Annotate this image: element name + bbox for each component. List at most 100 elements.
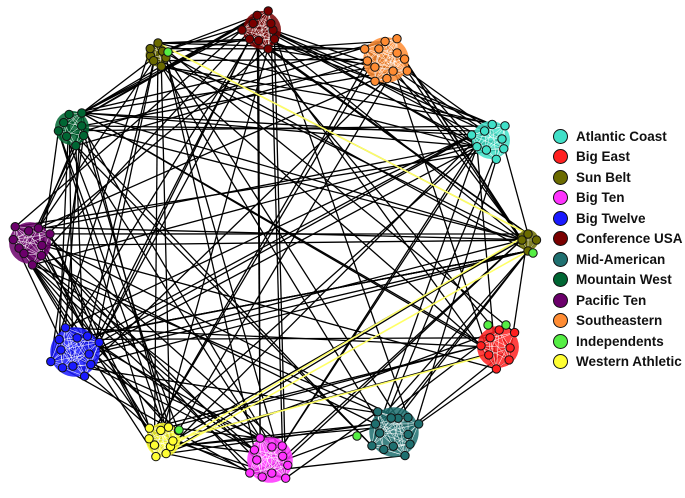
- inter-edge: [155, 29, 274, 457]
- intra-edge: [471, 134, 503, 140]
- team-node: [481, 145, 492, 155]
- intra-edge: [149, 430, 179, 440]
- legend-swatch: [553, 128, 568, 144]
- team-node: [504, 355, 514, 365]
- inter-edge: [501, 138, 529, 235]
- inter-edge: [31, 10, 269, 266]
- inter-edge: [406, 70, 529, 252]
- intra-edge: [476, 125, 506, 147]
- inter-edge: [165, 57, 258, 461]
- inter-edge: [81, 125, 273, 448]
- inter-edge: [50, 10, 269, 362]
- team-node: [237, 25, 247, 35]
- team-node: [379, 444, 389, 455]
- team-node: [27, 260, 38, 270]
- intra-edge: [254, 449, 286, 479]
- independent-node: [528, 248, 538, 258]
- team-node: [374, 44, 384, 54]
- inter-edge: [249, 38, 511, 349]
- team-node: [161, 448, 171, 459]
- team-node: [60, 323, 71, 333]
- intra-edge: [404, 423, 419, 456]
- team-node: [267, 468, 277, 478]
- inter-edge: [150, 55, 523, 241]
- team-node: [255, 433, 265, 443]
- team-node: [403, 412, 413, 423]
- inter-edge: [81, 112, 482, 347]
- inter-edge: [40, 255, 89, 337]
- inter-edge: [50, 135, 85, 362]
- intra-edge: [375, 423, 411, 445]
- team-node: [59, 117, 69, 128]
- intra-edge: [496, 332, 515, 370]
- team-node: [269, 34, 280, 44]
- intra-edge: [254, 449, 288, 466]
- team-node: [156, 61, 167, 71]
- team-node: [266, 18, 276, 29]
- intra-edge: [379, 432, 409, 435]
- legend-label: Mountain West: [576, 272, 672, 288]
- legend-swatch: [553, 313, 568, 329]
- team-node: [531, 235, 542, 245]
- intra-edge: [496, 329, 500, 369]
- highlight-edge: [165, 250, 529, 455]
- team-node: [144, 423, 155, 433]
- inter-edge: [272, 29, 497, 160]
- inter-edge: [81, 125, 485, 132]
- team-node: [149, 440, 160, 450]
- team-node: [500, 121, 510, 131]
- inter-edge: [161, 65, 506, 127]
- team-node: [163, 422, 174, 432]
- team-node: [77, 121, 87, 131]
- inter-edge: [257, 40, 261, 439]
- intra-edge: [378, 48, 408, 72]
- inter-edge: [63, 121, 523, 241]
- inter-edge: [50, 134, 472, 363]
- legend-label: Big Ten: [576, 190, 625, 206]
- team-node: [253, 35, 264, 46]
- inter-edge: [148, 60, 368, 440]
- intra-edge: [364, 38, 398, 50]
- inter-edge: [57, 130, 156, 446]
- inter-edge: [155, 329, 500, 458]
- legend-item: Mid-American: [553, 249, 683, 270]
- team-node: [57, 363, 68, 373]
- intra-edge: [374, 52, 398, 82]
- team-node: [523, 229, 533, 239]
- inter-edge: [153, 58, 405, 62]
- legend-label: Pacific Ten: [576, 292, 647, 308]
- inter-edge: [66, 40, 386, 137]
- team-node: [86, 359, 96, 370]
- team-node: [45, 229, 55, 239]
- legend-item: Independents: [553, 331, 683, 352]
- team-node: [362, 56, 373, 66]
- team-node: [245, 468, 255, 478]
- team-node: [405, 439, 415, 449]
- team-node: [263, 6, 273, 16]
- intra-edge: [256, 15, 269, 50]
- intra-edge: [62, 353, 90, 369]
- community-cluster: [367, 407, 424, 461]
- legend-swatch: [553, 354, 568, 370]
- legend-item: Western Athletic: [553, 352, 683, 373]
- team-node: [54, 334, 64, 345]
- inter-edge: [160, 66, 172, 447]
- inter-edge: [58, 14, 258, 132]
- team-node: [402, 66, 412, 76]
- team-node: [386, 413, 396, 423]
- legend-item: Sun Belt: [553, 167, 683, 188]
- intra-edge: [480, 345, 511, 349]
- intra-edge: [254, 449, 283, 457]
- intra-edge: [375, 423, 394, 447]
- legend-label: Independents: [576, 333, 664, 349]
- inter-edge: [168, 426, 261, 439]
- intra-edge: [486, 125, 506, 151]
- community-cluster: [8, 222, 55, 270]
- team-node: [77, 108, 87, 118]
- intra-edge: [76, 337, 92, 365]
- team-node: [10, 222, 20, 232]
- intra-edge: [58, 339, 85, 377]
- legend-item: Big Ten: [553, 188, 683, 209]
- legend-label: Big Twelve: [576, 210, 646, 226]
